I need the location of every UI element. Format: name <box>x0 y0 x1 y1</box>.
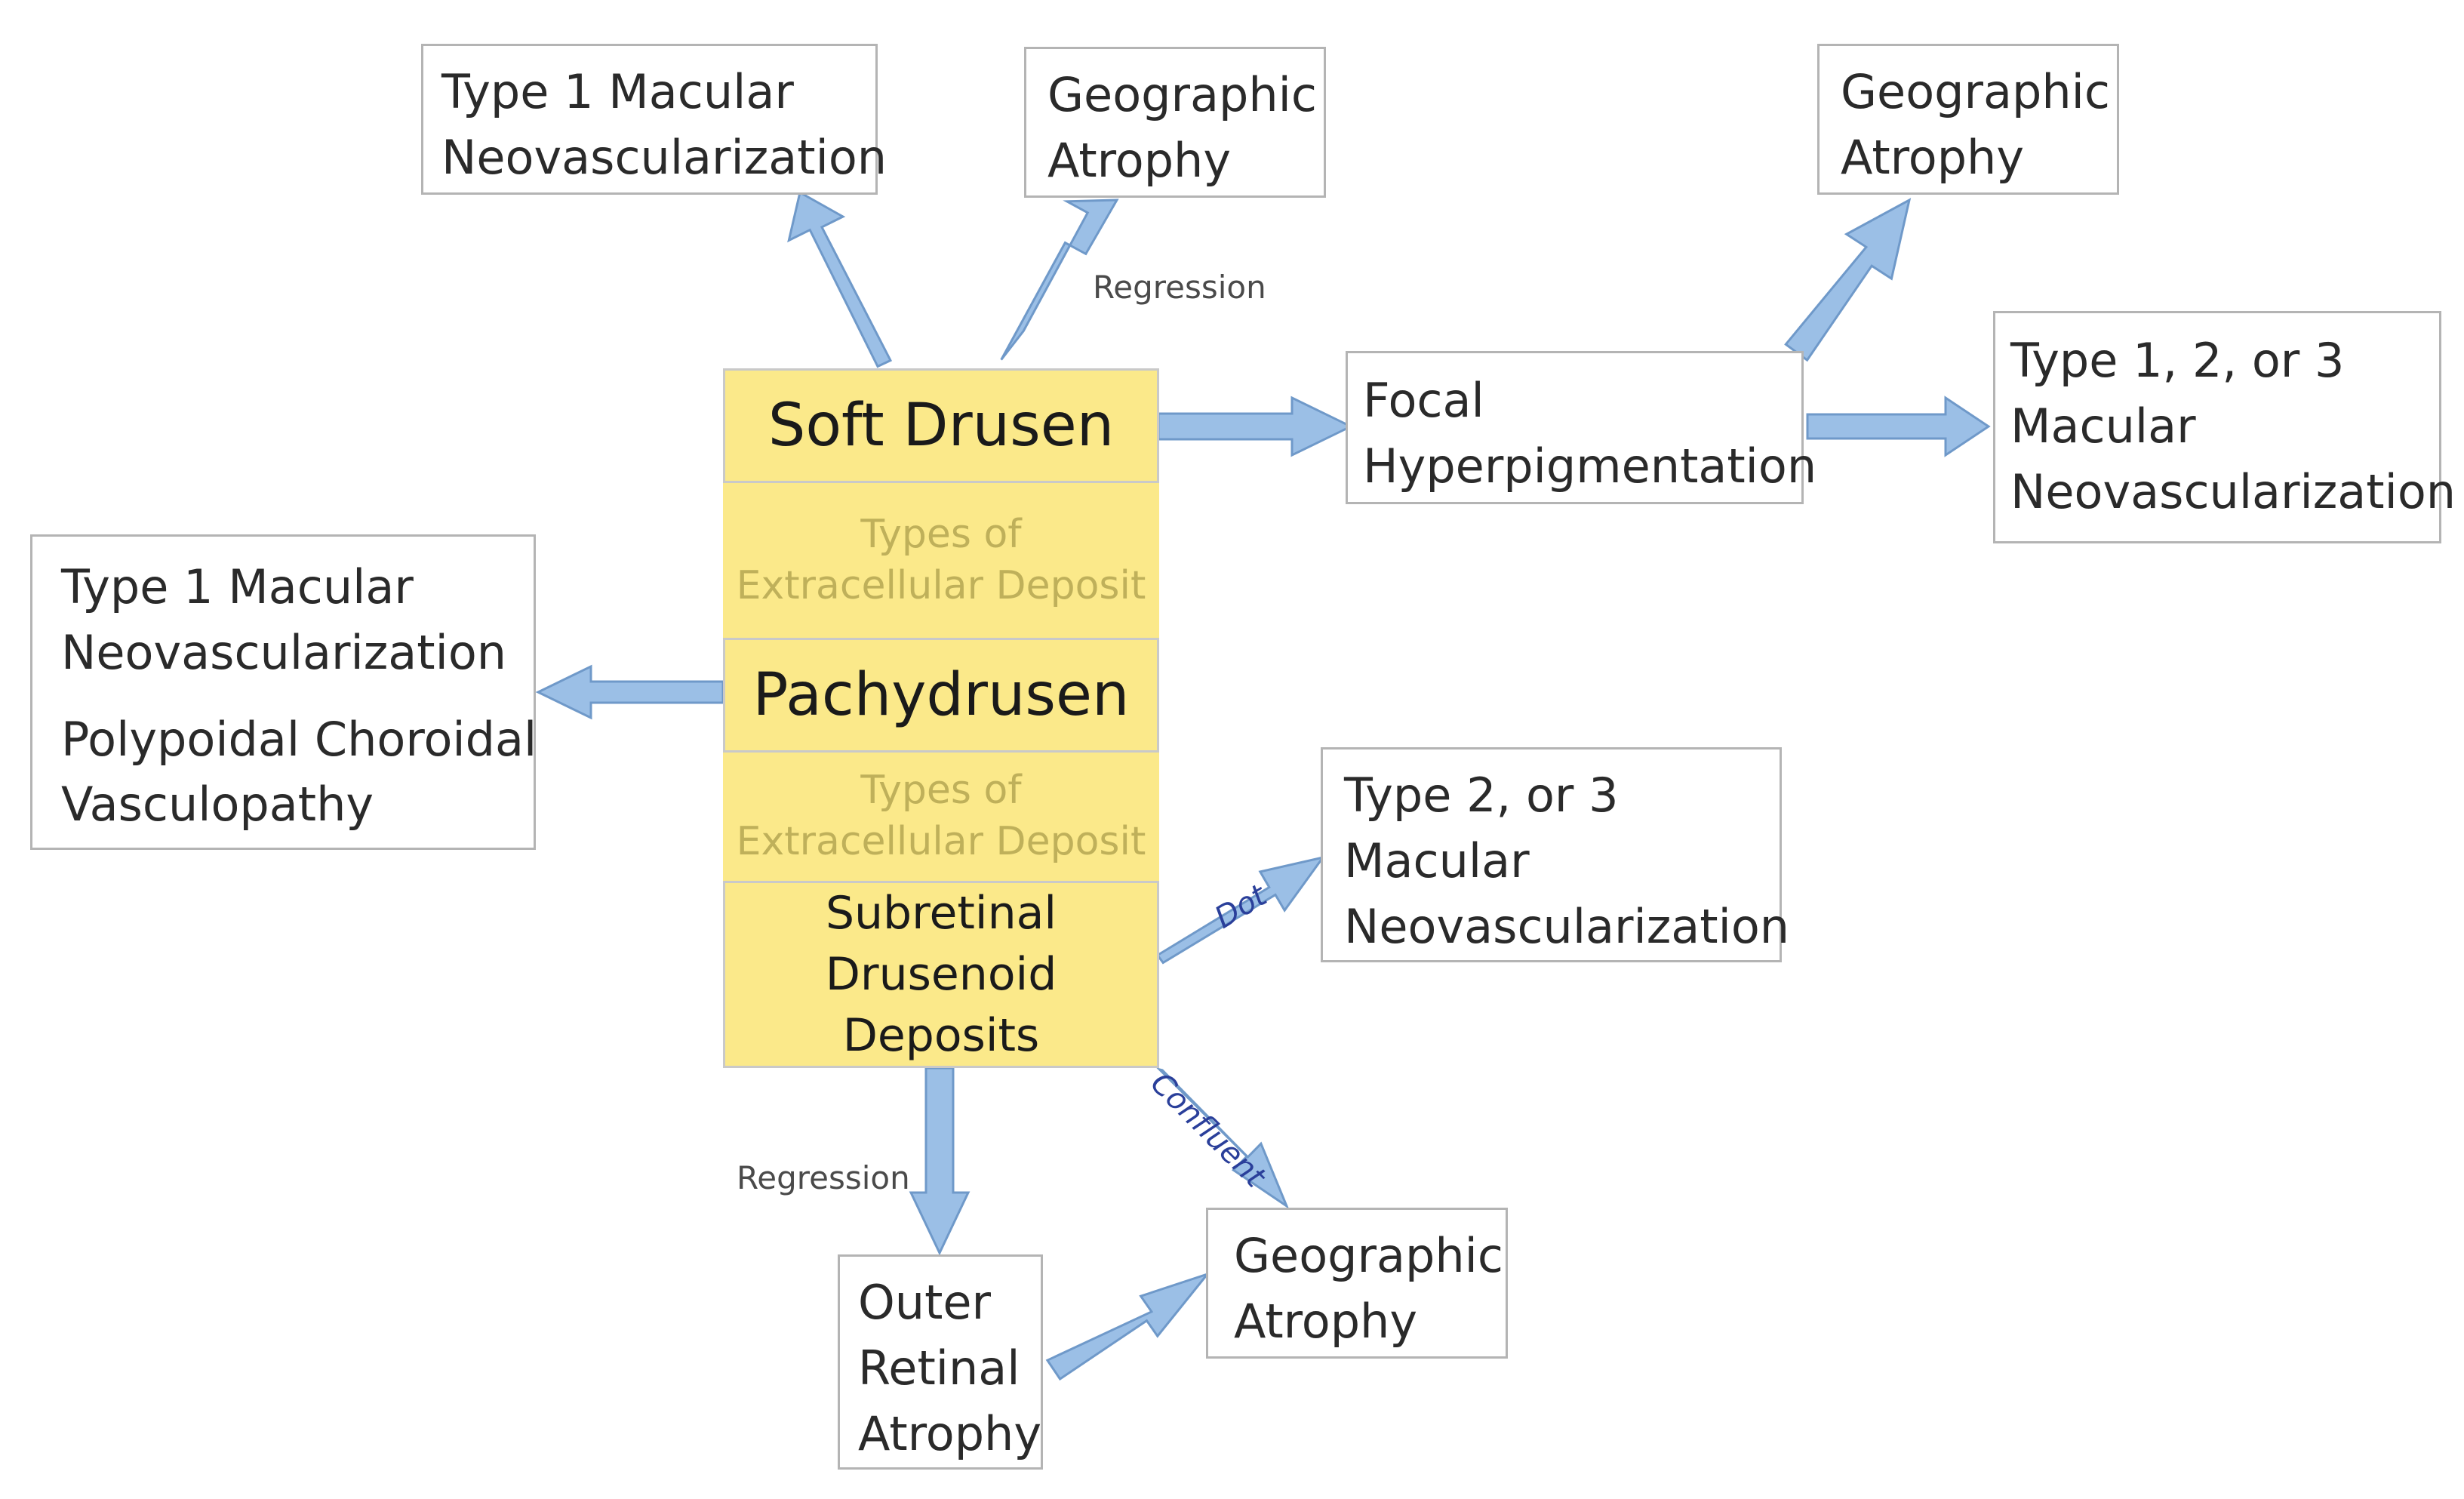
separator-1-line-2: Extracellular Deposit <box>736 562 1146 608</box>
ga-top-left-line-2: Atrophy <box>1047 132 1232 188</box>
focal-line-1: Focal <box>1363 373 1484 428</box>
type123-line-1: Type 1, 2, or 3 <box>2010 333 2345 388</box>
type1-top-line-1: Type 1 Macular <box>441 64 794 119</box>
arrow-to-left-box <box>535 664 724 720</box>
pachydrusen-outcomes-box: Type 1 Macular Neovascularization Polypo… <box>30 534 537 850</box>
ga-top-right-line-2: Atrophy <box>1841 129 2025 185</box>
soft-drusen-box: Soft Drusen <box>723 368 1159 483</box>
extracellular-separator-2: Types of Extracellular Deposit <box>723 753 1159 881</box>
arrow-to-type23 <box>1155 855 1326 965</box>
left-type1-line-2: Neovascularization <box>61 624 507 680</box>
type1-mnv-top-box: Type 1 Macular Neovascularization <box>421 44 887 195</box>
ga-top-left-line-1: Geographic <box>1047 67 1317 122</box>
type23-mnv-box: Type 2, or 3 Macular Neovascularization <box>1321 747 1790 962</box>
left-type1-line-1: Type 1 Macular <box>61 559 414 614</box>
separator-2-line-2: Extracellular Deposit <box>736 819 1146 864</box>
sdd-box: Subretinal Drusenoid Deposits <box>723 881 1159 1068</box>
ga-top-left-box: Geographic Atrophy <box>1024 47 1326 198</box>
focal-hyperpigmentation-box: Focal Hyperpigmentation <box>1346 351 1817 504</box>
left-pcv-line-1: Polypoidal Choroidal <box>61 711 537 767</box>
type123-mnv-box: Type 1, 2, or 3 Macular Neovascularizati… <box>1993 311 2456 543</box>
type1-top-line-2: Neovascularization <box>441 129 887 185</box>
arrow-to-ga-top-left <box>1000 199 1119 361</box>
arrow-to-type1-top <box>787 190 893 368</box>
extracellular-separator-1: Types of Extracellular Deposit <box>723 483 1159 638</box>
ga-bottom-line-2: Atrophy <box>1234 1293 1418 1349</box>
arrow-to-outer <box>909 1067 971 1256</box>
type123-line-3: Neovascularization <box>2010 463 2456 519</box>
ga-bottom-box: Geographic Atrophy <box>1206 1208 1508 1359</box>
focal-line-2: Hyperpigmentation <box>1363 438 1817 494</box>
sdd-line-1: Subretinal <box>825 886 1057 940</box>
ga-bottom-line-1: Geographic <box>1234 1228 1503 1283</box>
soft-drusen-label: Soft Drusen <box>768 392 1115 460</box>
ga-top-right-box: Geographic Atrophy <box>1817 44 2119 195</box>
pachydrusen-box: Pachydrusen <box>723 638 1159 753</box>
sdd-line-2: Drusenoid <box>825 947 1057 1001</box>
type23-line-1: Type 2, or 3 <box>1344 768 1619 823</box>
arrow-to-type123 <box>1806 396 1991 457</box>
separator-1-line-1: Types of <box>860 511 1022 557</box>
pachydrusen-label: Pachydrusen <box>752 661 1130 729</box>
type123-line-2: Macular <box>2010 398 2196 454</box>
regression-label-top: Regression <box>1093 269 1266 306</box>
sdd-line-3: Deposits <box>842 1008 1040 1062</box>
left-pcv-line-2: Vasculopathy <box>61 777 374 833</box>
outer-retinal-atrophy-box: Outer Retinal Atrophy <box>838 1254 1043 1470</box>
regression-label-bottom: Regression <box>737 1159 910 1196</box>
ga-top-right-line-1: Geographic <box>1841 64 2110 119</box>
type23-line-2: Macular <box>1344 833 1530 888</box>
outer-line-1: Outer <box>858 1275 992 1330</box>
arrow-to-focal <box>1157 396 1354 457</box>
outer-line-2: Retinal <box>858 1340 1020 1396</box>
arrow-outer-to-ga-bottom <box>1045 1271 1211 1381</box>
arrow-to-ga-bottom <box>1155 1067 1290 1210</box>
arrow-to-ga-top-right <box>1784 198 1912 362</box>
type23-line-3: Neovascularization <box>1344 898 1790 954</box>
outer-line-3: Atrophy <box>858 1405 1042 1461</box>
separator-2-line-1: Types of <box>860 768 1022 814</box>
